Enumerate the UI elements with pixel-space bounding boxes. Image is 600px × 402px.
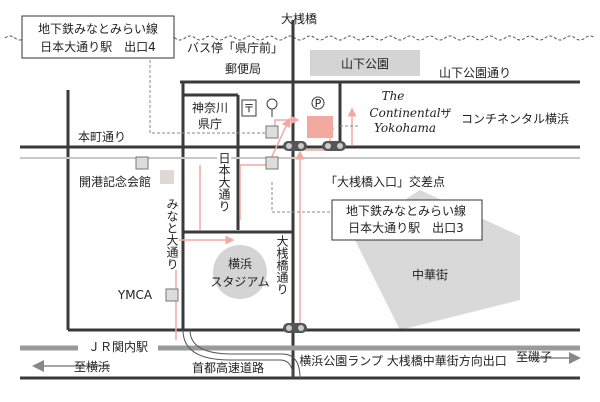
post-office-label: 郵便局	[225, 62, 261, 76]
hotel-building	[307, 116, 333, 138]
callout-lines	[149, 60, 360, 213]
exit4-line1: 地下鉄みなとみらい線	[38, 21, 158, 36]
traffic-signal-2	[322, 141, 346, 151]
kaiko-kinen-kaikan-label: 開港記念会館	[79, 174, 151, 189]
exit3-line2: 日本大通り駅 出口3	[348, 221, 464, 235]
jr-kannai-label: ＪＲ関内駅	[88, 340, 148, 354]
shutoko-curve	[182, 329, 294, 379]
yokohama-stadium	[213, 245, 267, 299]
kaiko-marker	[135, 156, 149, 170]
to-isogo-label: 至磯子	[516, 350, 552, 364]
ohsanbashi-iriguchi-label: 「大桟橋入口」交差点	[325, 174, 445, 189]
honcho-dori-label: 本町通り	[78, 130, 126, 144]
ymca-marker	[165, 288, 179, 302]
hotel-za-label: ザ	[441, 107, 452, 120]
kanagawa-pref-label-2: 県庁	[198, 117, 222, 131]
to-yokohama-label: 至横浜	[74, 360, 110, 374]
exit3-line1: 地下鉄みなとみらい線	[346, 203, 466, 218]
parking-label: P	[315, 97, 322, 110]
yamashita-koen-dori-label: 山下公園通り	[439, 66, 511, 80]
yamashita-park-label: 山下公園	[341, 57, 389, 71]
nihon-odori-label: 日本大通り	[217, 152, 231, 212]
parking-icon	[311, 96, 325, 110]
exit4-marker	[265, 125, 279, 139]
ymca-bg	[110, 285, 160, 303]
yamashita-park	[310, 50, 420, 76]
stadium-label-2: スタジアム	[210, 275, 269, 289]
kaiko-kinen-kaikan-building	[160, 170, 174, 184]
ymca-label: YMCA	[117, 288, 153, 302]
traffic-signal-3	[283, 323, 307, 333]
exit3-marker	[265, 156, 279, 170]
hotel-yokohama-label: Yokohama	[374, 121, 436, 135]
hotel-the-label: The	[382, 89, 405, 103]
post-office-symbol: 〒	[244, 102, 255, 115]
hotel-name-jp: コンチネンタル横浜	[461, 112, 569, 126]
exit3-callout-box	[331, 199, 483, 241]
bus-stop-icon	[266, 98, 278, 110]
ohsanbashi-top-label: 大桟橋	[281, 12, 317, 26]
stadium-label-1: 横浜	[228, 257, 252, 271]
post-office-marker	[241, 99, 257, 117]
ohsanbashi-dori-label: 大桟橋通り	[275, 235, 289, 295]
traffic-signal-1	[283, 141, 307, 151]
shutoko-label: 首都高速道路	[192, 360, 264, 375]
exit4-line2: 日本大通り駅 出口4	[40, 40, 156, 54]
hotel-continental-label: Continental	[369, 106, 440, 120]
bus-stop-label: バス停「県庁前」	[187, 40, 283, 55]
ramp-label: 横浜公園ランプ 大桟橋中華街方向出口	[299, 353, 506, 368]
jr-kannai-bg	[78, 337, 158, 355]
chinatown-label: 中華街	[412, 267, 448, 282]
kanagawa-pref-label-1: 神奈川	[192, 101, 228, 115]
exit4-callout-box	[21, 15, 175, 59]
minato-odori-label: みなと大通り	[165, 198, 179, 270]
